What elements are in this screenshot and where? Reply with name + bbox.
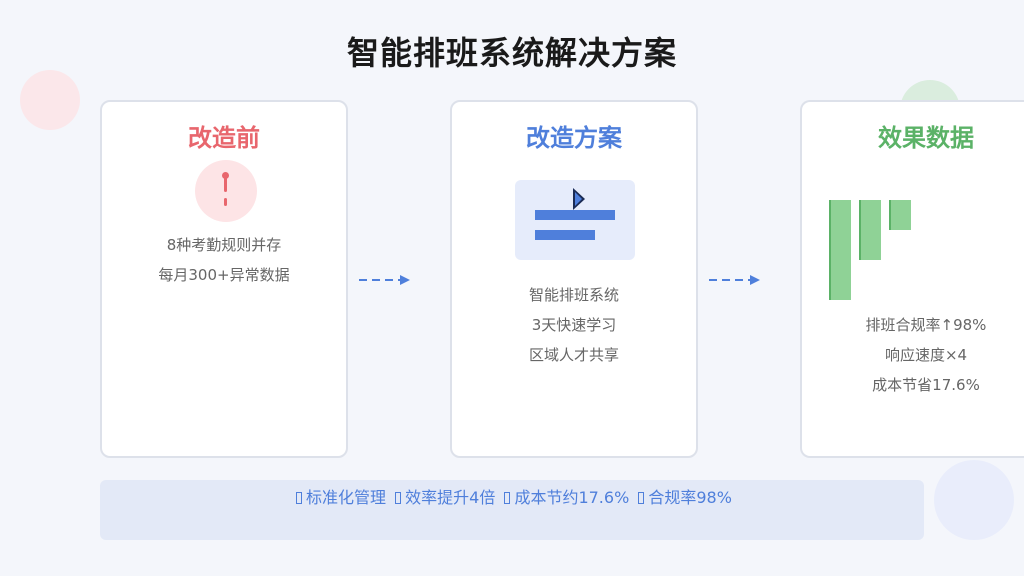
- card-before-title: 改造前: [188, 124, 260, 152]
- banner-item: 标准化管理: [306, 488, 387, 507]
- decor-circle-pink: [20, 70, 80, 130]
- bullet-box-icon: [638, 492, 645, 504]
- card-plan: 改造方案 智能排班系统 3天快速学习 区域人才共享: [450, 100, 698, 458]
- card-result: 效果数据 排班合规率↑98% 响应速度×4 成本节省17.6%: [800, 100, 1024, 458]
- card-plan-title: 改造方案: [526, 124, 622, 152]
- decor-circle-blue: [934, 460, 1014, 540]
- bullet-box-icon: [395, 492, 402, 504]
- alert-icon: [195, 160, 257, 222]
- card-result-line: 响应速度×4: [884, 346, 968, 364]
- document-icon: [515, 180, 635, 260]
- summary-banner: 标准化管理 效率提升4倍 成本节约17.6% 合规率98%: [100, 480, 924, 540]
- bullet-box-icon: [296, 492, 303, 504]
- card-result-line: 成本节省17.6%: [872, 376, 980, 394]
- card-before-line: 每月300+异常数据: [158, 266, 290, 284]
- summary-banner-text: 标准化管理 效率提升4倍 成本节约17.6% 合规率98%: [100, 484, 924, 508]
- card-before-line: 8种考勤规则并存: [166, 236, 282, 254]
- arrow-right-icon: [359, 275, 410, 285]
- banner-item: 成本节约17.6%: [514, 488, 630, 507]
- page-title: 智能排班系统解决方案: [346, 34, 677, 72]
- card-before-lines: 8种考勤规则并存 每月300+异常数据: [102, 230, 346, 290]
- bar-chart-bar: [889, 200, 911, 230]
- card-plan-line: 区域人才共享: [528, 346, 619, 364]
- card-result-lines: 排班合规率↑98% 响应速度×4 成本节省17.6%: [802, 310, 1024, 400]
- arrow-right-icon: [709, 275, 760, 285]
- card-plan-line: 智能排班系统: [528, 286, 619, 304]
- bar-chart-bar: [829, 200, 851, 300]
- card-plan-line: 3天快速学习: [531, 316, 617, 334]
- card-before: 改造前 8种考勤规则并存 每月300+异常数据: [100, 100, 348, 458]
- bar-chart-bar: [859, 200, 881, 260]
- banner-item: 效率提升4倍: [405, 488, 496, 507]
- banner-item: 合规率98%: [648, 488, 732, 507]
- bullet-box-icon: [504, 492, 511, 504]
- card-result-title: 效果数据: [878, 124, 974, 152]
- card-plan-lines: 智能排班系统 3天快速学习 区域人才共享: [452, 280, 696, 370]
- card-result-line: 排班合规率↑98%: [865, 316, 987, 334]
